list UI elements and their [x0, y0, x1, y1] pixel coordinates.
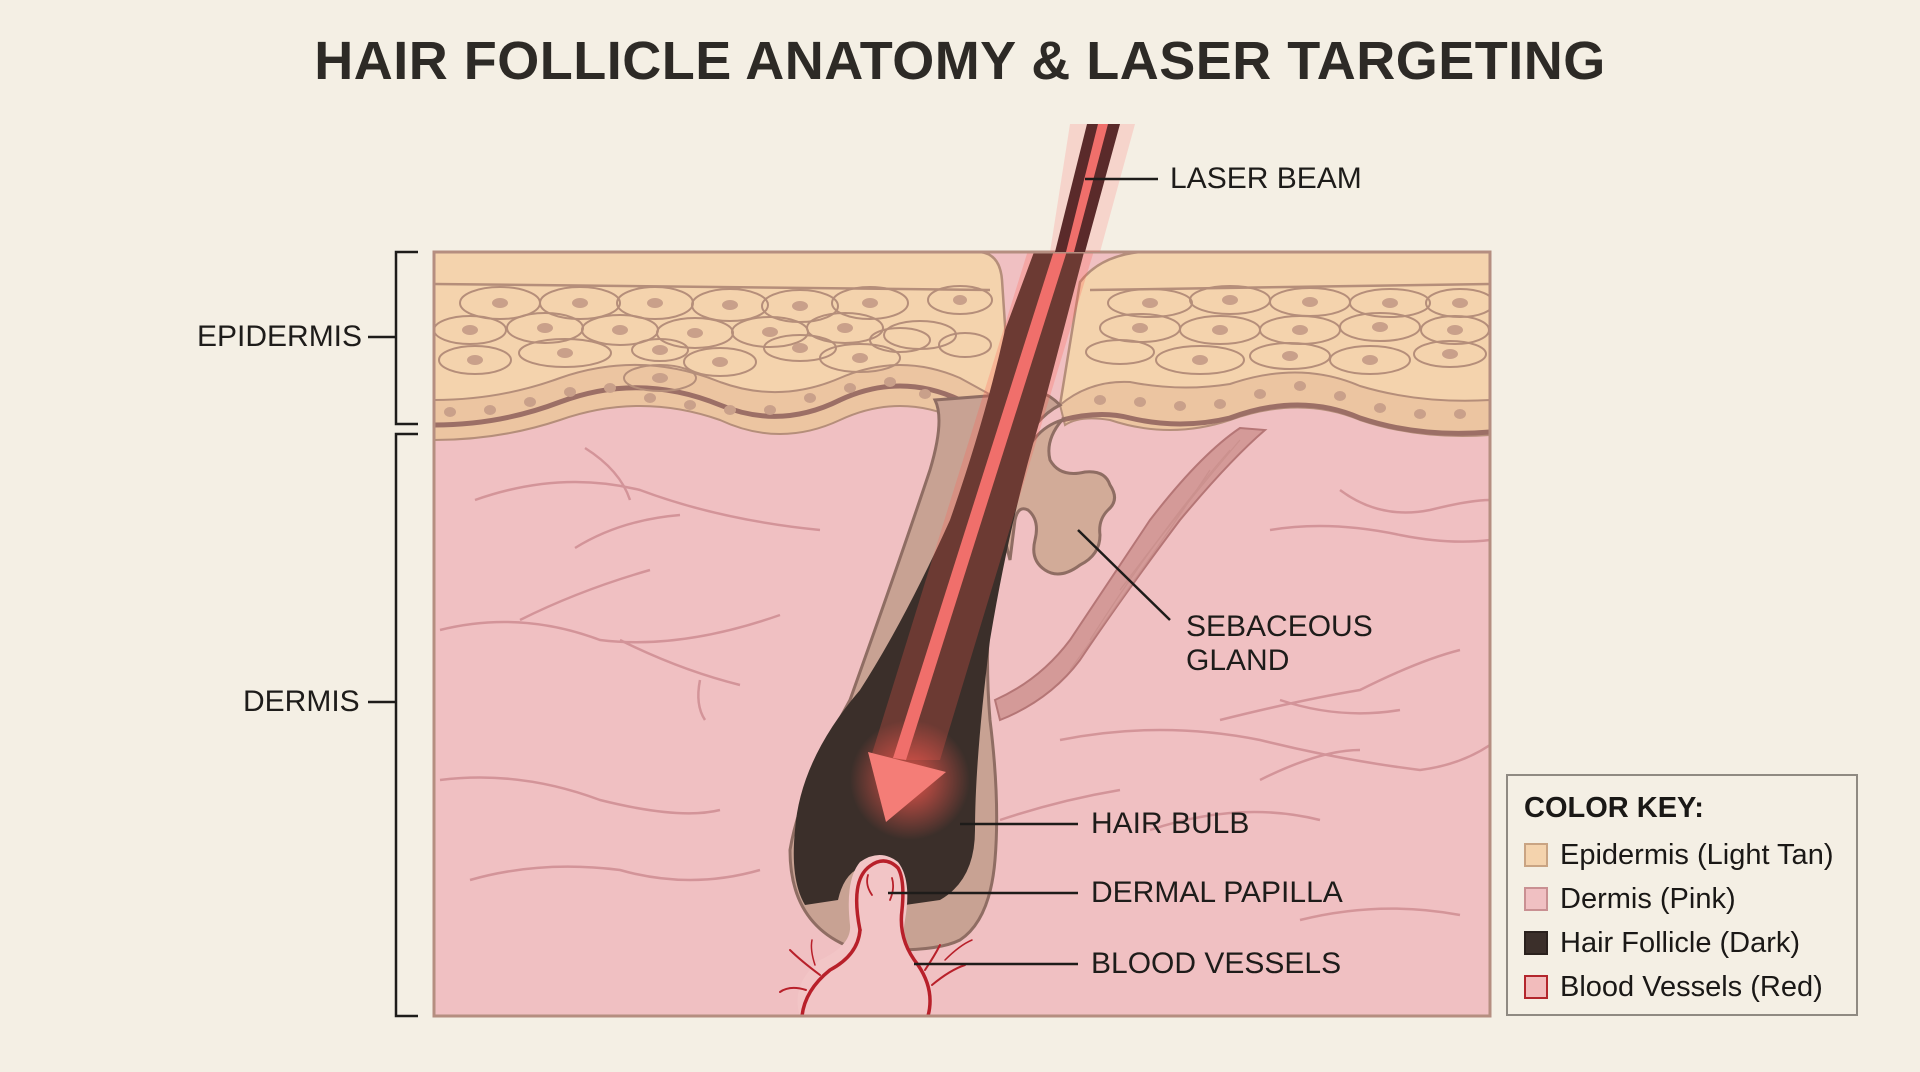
- label-sebaceous-gland: SEBACEOUS GLAND: [1186, 610, 1373, 678]
- swatch-epidermis: [1524, 843, 1548, 867]
- swatch-hair-follicle: [1524, 931, 1548, 955]
- legend-item-epidermis: Epidermis (Light Tan): [1524, 833, 1856, 877]
- arrector-pili-muscle: [993, 426, 1268, 722]
- laser-beam-line: [893, 252, 1067, 760]
- color-key-legend: COLOR KEY: Epidermis (Light Tan) Dermis …: [1506, 774, 1858, 1016]
- swatch-blood-vessels: [1524, 975, 1548, 999]
- label-epidermis: EPIDERMIS: [197, 320, 363, 353]
- label-dermis: DERMIS: [243, 685, 360, 718]
- label-blood-vessels: BLOOD VESSELS: [1091, 947, 1342, 980]
- diagram-title: HAIR FOLLICLE ANATOMY & LASER TARGETING: [314, 31, 1606, 91]
- label-dermal-papilla: DERMAL PAPILLA: [1091, 876, 1343, 909]
- dermal-papilla: [797, 855, 933, 1016]
- legend-label: Epidermis (Light Tan): [1560, 838, 1834, 871]
- legend-title: COLOR KEY:: [1524, 792, 1704, 824]
- epidermis-bracket: [368, 250, 418, 426]
- legend-item-blood-vessels: Blood Vessels (Red): [1524, 965, 1856, 1009]
- legend-label: Dermis (Pink): [1560, 882, 1736, 915]
- label-sebaceous-line1: SEBACEOUS: [1186, 610, 1373, 643]
- dermis-bracket: [368, 432, 418, 1018]
- label-laser-beam: LASER BEAM: [1170, 162, 1362, 195]
- legend-item-dermis: Dermis (Pink): [1524, 877, 1856, 921]
- swatch-dermis: [1524, 887, 1548, 911]
- sebaceous-leader: [1077, 529, 1171, 621]
- label-hair-bulb: HAIR BULB: [1091, 807, 1250, 840]
- legend-label: Blood Vessels (Red): [1560, 970, 1823, 1003]
- label-sebaceous-line2: GLAND: [1186, 644, 1290, 677]
- legend-item-hair-follicle: Hair Follicle (Dark): [1524, 921, 1856, 965]
- laser-arrow-head: [868, 752, 946, 822]
- blood-vessels: [779, 859, 973, 1016]
- legend-label: Hair Follicle (Dark): [1560, 926, 1801, 959]
